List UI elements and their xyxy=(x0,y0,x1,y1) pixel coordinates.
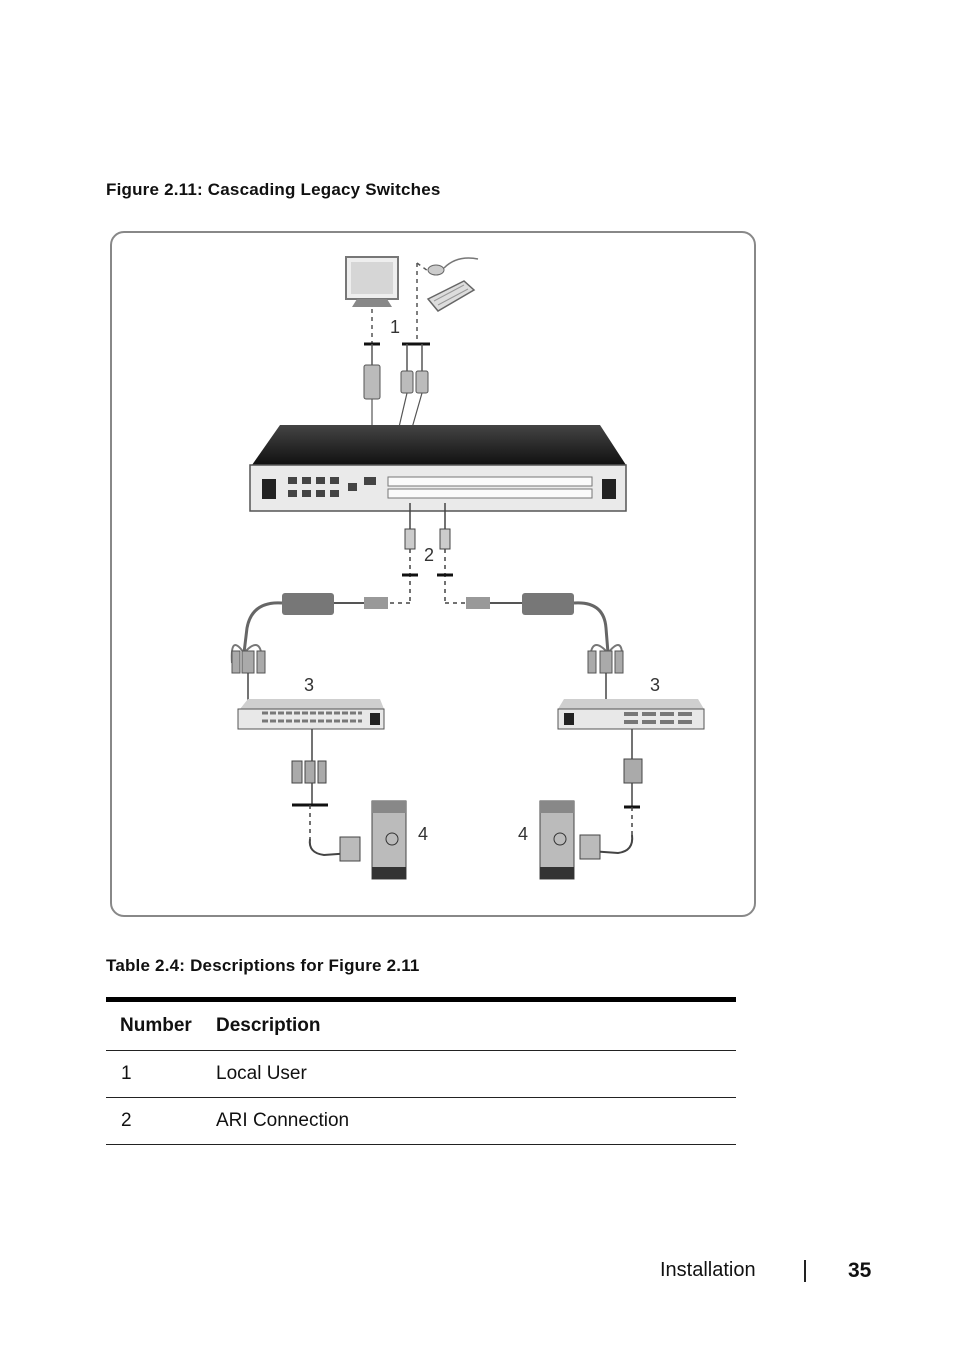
legacy-switch-left xyxy=(237,699,385,730)
callout-1: 1 xyxy=(390,317,400,337)
footer-section-title: Installation xyxy=(660,1259,756,1281)
callout-2: 2 xyxy=(424,545,434,565)
right-ari-adapter xyxy=(466,593,624,703)
table-caption: Table 2.4: Descriptions for Figure 2.11 xyxy=(106,956,420,975)
callout-4-right: 4 xyxy=(518,824,528,844)
ari-connections xyxy=(390,503,466,604)
server-left-icon xyxy=(371,800,407,880)
callout-3-right: 3 xyxy=(650,675,660,695)
legacy-switch-right xyxy=(557,699,705,730)
left-server-cables xyxy=(291,729,361,862)
header-description: Description xyxy=(216,1015,321,1036)
keyboard-icon xyxy=(426,280,476,312)
table-header-row: Number Description xyxy=(106,1002,736,1051)
page-number: 35 xyxy=(848,1259,872,1282)
figure-caption: Figure 2.11: Cascading Legacy Switches xyxy=(106,180,441,199)
main-kvm-switch xyxy=(249,425,627,512)
row-number: 1 xyxy=(121,1063,132,1084)
table-row: 2 ARI Connection xyxy=(106,1098,736,1145)
row-number: 2 xyxy=(121,1110,132,1131)
figure-diagram: 1 2 3 3 4 4 xyxy=(110,231,756,917)
server-right-icon xyxy=(539,800,575,880)
table-row: 1 Local User xyxy=(106,1051,736,1098)
header-number: Number xyxy=(120,1015,192,1036)
row-description: ARI Connection xyxy=(216,1110,350,1131)
callout-3-left: 3 xyxy=(304,675,314,695)
monitor-icon xyxy=(345,256,399,307)
row-description: Local User xyxy=(216,1063,307,1084)
right-server-cables xyxy=(579,729,643,860)
footer-divider xyxy=(804,1260,806,1282)
description-table: Number Description 1 Local User 2 ARI Co… xyxy=(106,997,736,1145)
mouse-icon xyxy=(427,257,479,276)
callout-4-left: 4 xyxy=(418,824,428,844)
left-ari-adapter xyxy=(230,593,388,703)
